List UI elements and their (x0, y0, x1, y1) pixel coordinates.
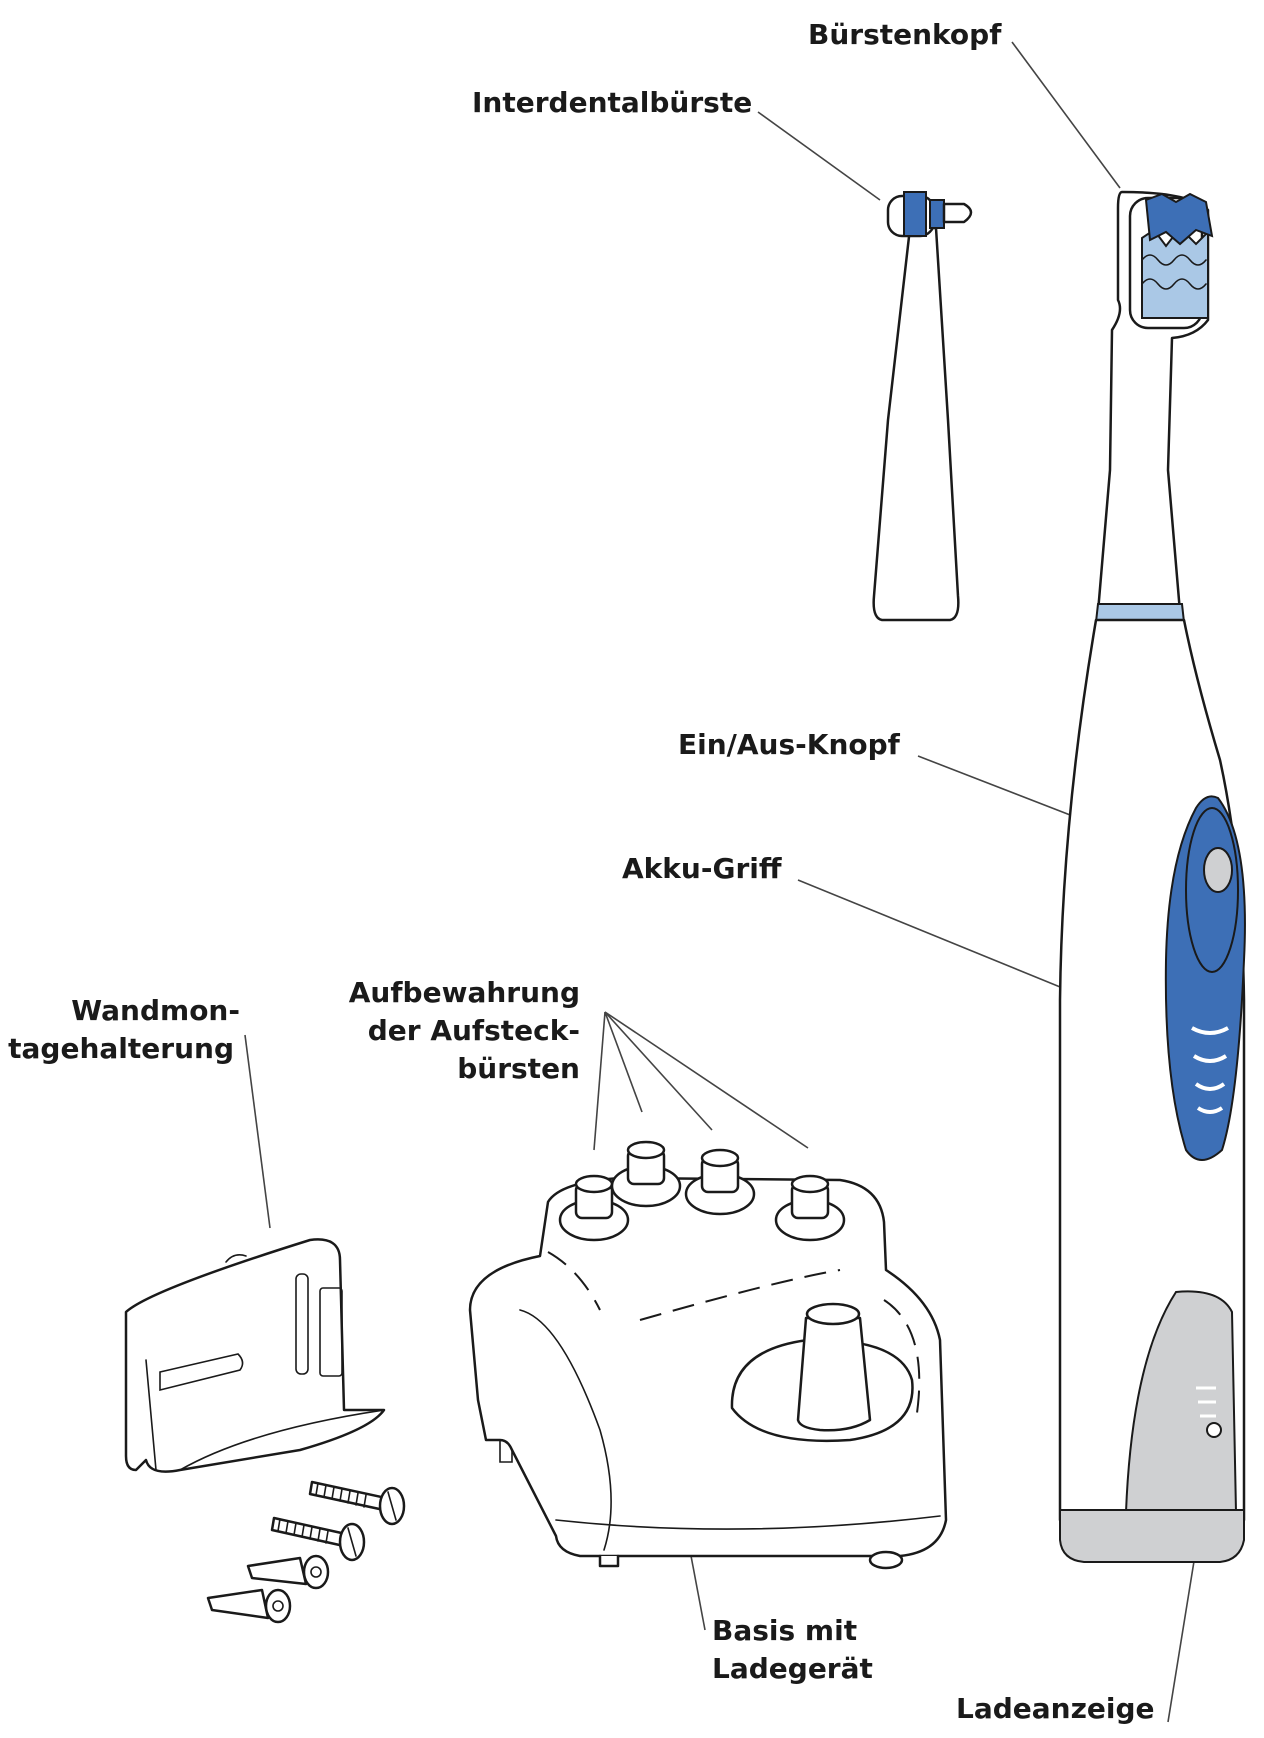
handle-base-cap (1059, 1509, 1245, 1563)
charge-indicator-light (1206, 1422, 1222, 1438)
anchor-2 (206, 1588, 292, 1624)
label-handle: Akku-Griff (622, 852, 782, 885)
label-storage-line3: bürsten (457, 1052, 580, 1085)
storage-peg-2 (610, 1140, 682, 1208)
label-interdental: Interdentalbürste (472, 86, 752, 119)
interdental-brush (872, 191, 973, 622)
label-storage-line2: der Aufsteck- (368, 1014, 580, 1047)
leader-handle (797, 879, 1093, 1001)
label-power-button: Ein/Aus-Knopf (678, 728, 901, 761)
storage-peg-1 (558, 1174, 630, 1242)
anchor-1 (246, 1554, 330, 1590)
screw-2 (270, 1516, 366, 1562)
label-base-line1: Basis mit (712, 1614, 857, 1647)
base-body (468, 1176, 948, 1558)
bristles-light (1141, 226, 1209, 319)
leader-storage-1 (593, 1011, 606, 1151)
leader-storage-2 (604, 1011, 643, 1113)
leader-storage-4 (604, 1011, 809, 1149)
storage-peg-3 (684, 1148, 756, 1216)
labels: Bürstenkopf Interdentalbürste Ein/Aus-Kn… (8, 18, 1154, 1725)
storage-peg-4 (774, 1174, 846, 1242)
label-wall-mount-line1: Wandmon- (71, 994, 240, 1027)
handle-gray-panel (1124, 1290, 1238, 1513)
leader-interdental (757, 111, 881, 201)
label-charge-indicator: Ladeanzeige (956, 1692, 1155, 1725)
leader-brush-head (1011, 41, 1121, 189)
charging-base (468, 1140, 948, 1570)
leader-wall-mount (244, 1034, 271, 1229)
leader-storage-3 (604, 1011, 713, 1131)
charging-post (796, 1316, 872, 1432)
bristles-dark (1144, 192, 1214, 246)
screw-1 (308, 1480, 406, 1526)
grip-ridges (1191, 1026, 1229, 1114)
toothbrush (1058, 190, 1246, 1563)
power-button (1203, 847, 1233, 893)
wall-mount-bracket (124, 1238, 386, 1473)
label-brush-head: Bürstenkopf (808, 18, 1002, 51)
screws-and-anchors (206, 1480, 406, 1624)
label-storage-line1: Aufbewahrung (349, 976, 580, 1009)
label-base-line2: Ladegerät (712, 1652, 873, 1685)
label-wall-mount-line2: tagehalterung (8, 1032, 234, 1065)
